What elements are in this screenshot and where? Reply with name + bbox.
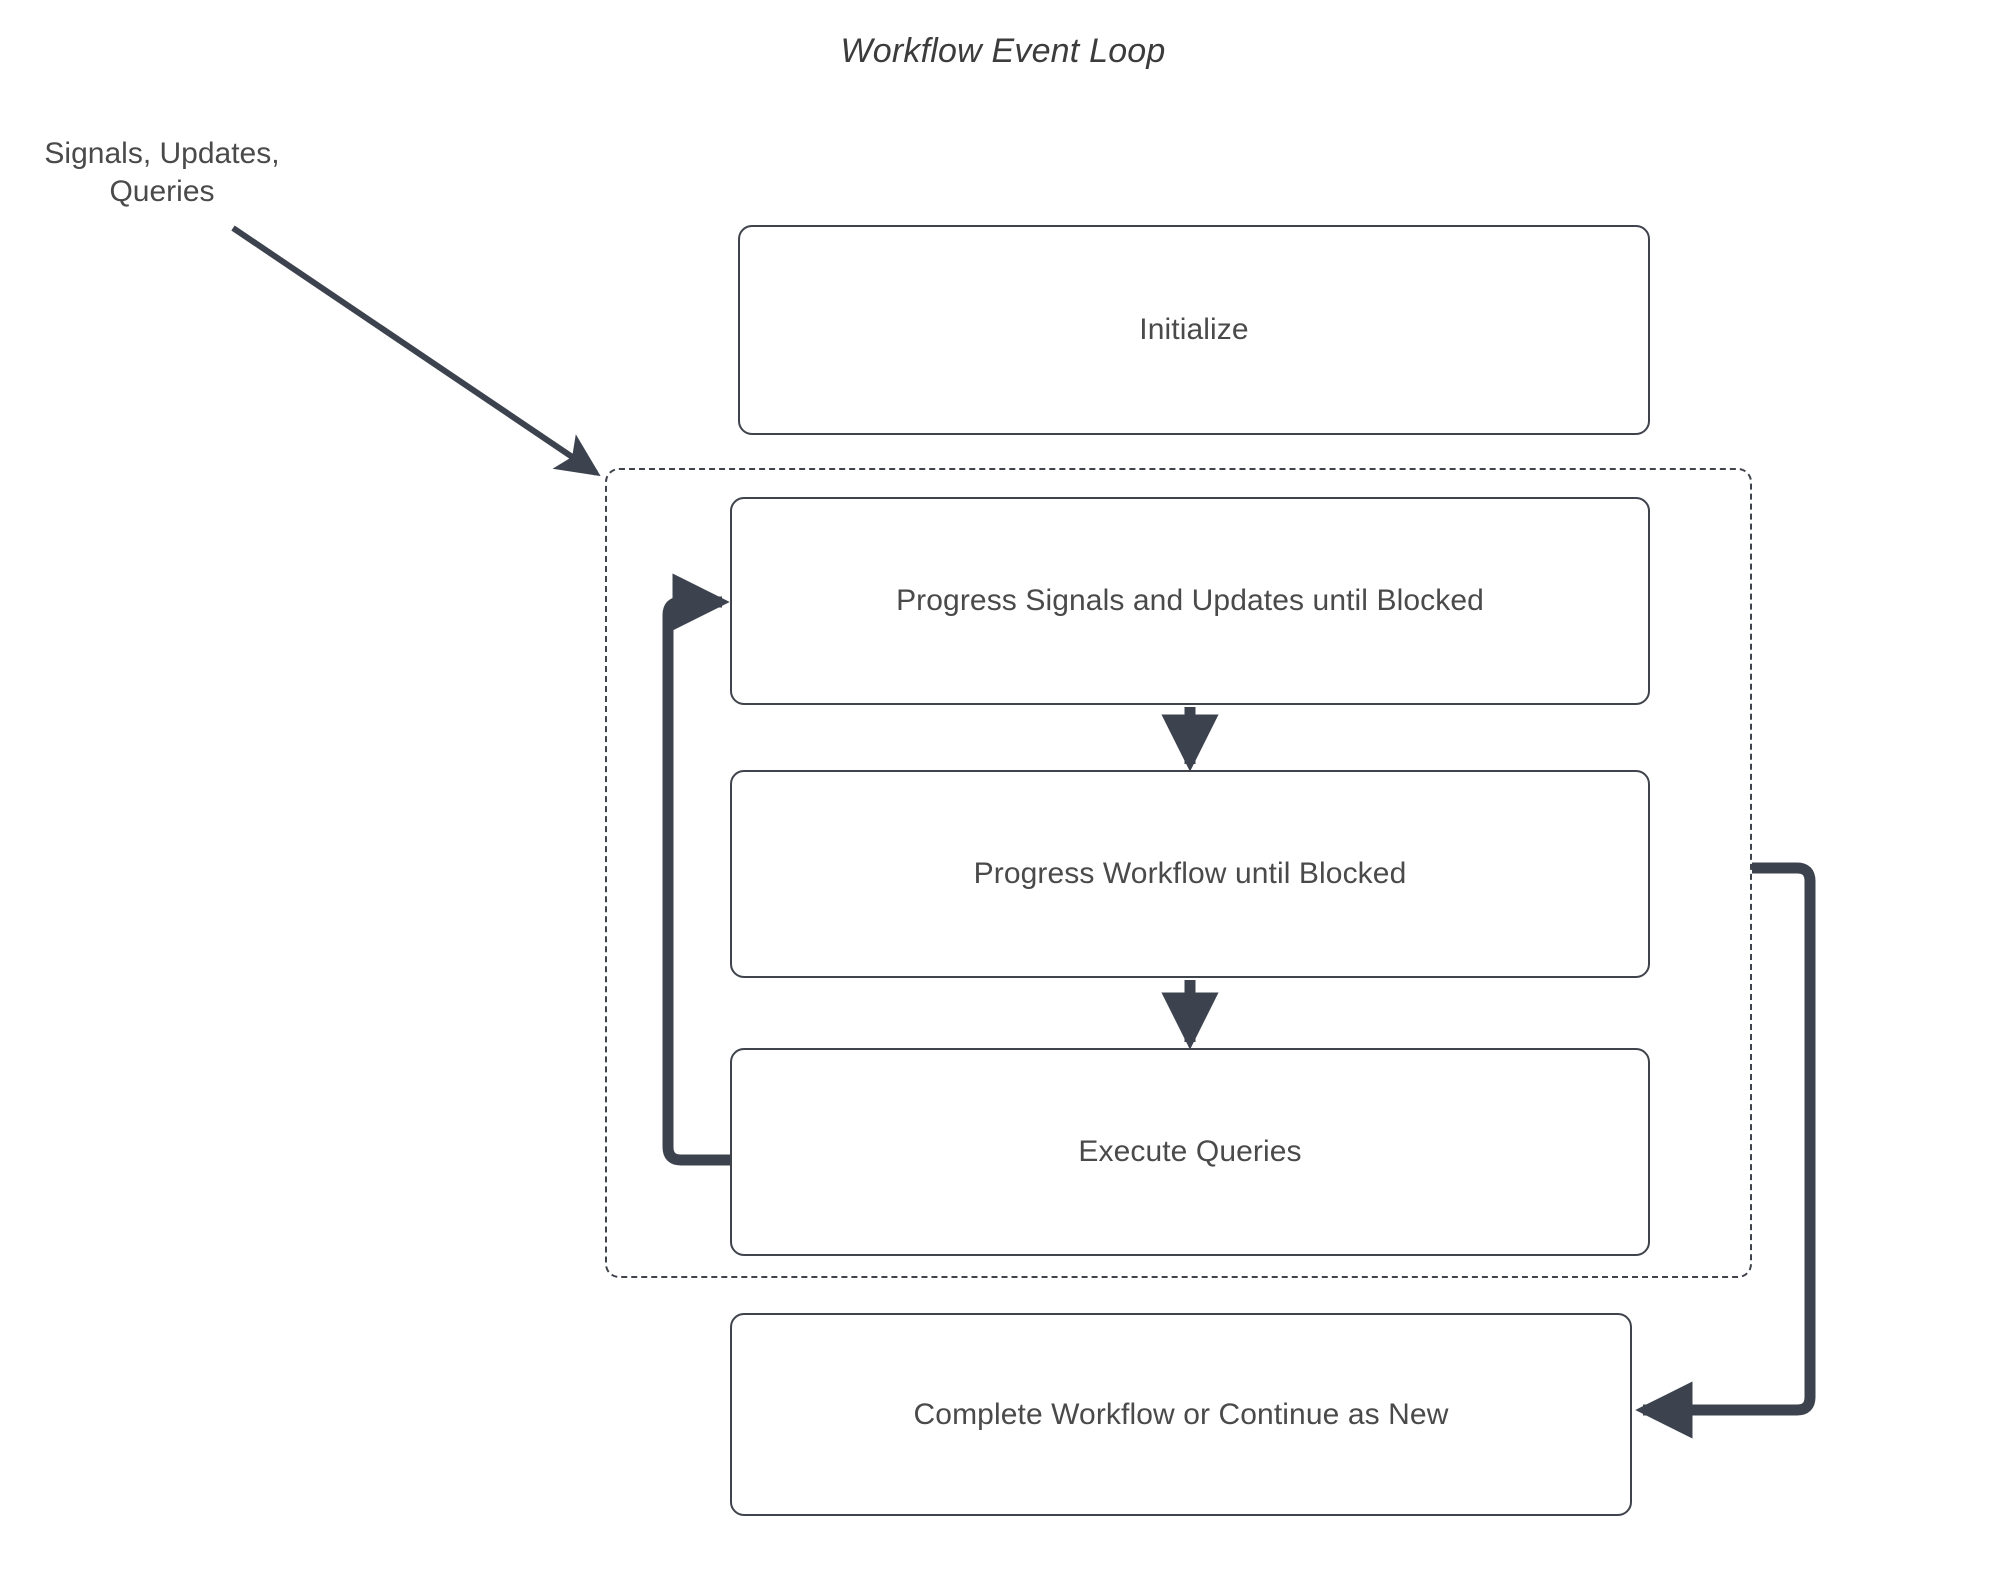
node-initialize[interactable]: Initialize: [738, 225, 1650, 435]
event-loop-group: [605, 468, 1752, 1278]
node-execute-queries-label: Execute Queries: [1078, 1135, 1302, 1169]
node-complete-workflow-label: Complete Workflow or Continue as New: [913, 1397, 1449, 1431]
edge-loop-to-complete: [1635, 862, 1816, 1439]
external-input-label: Signals, Updates, Queries: [22, 135, 302, 212]
node-initialize-label: Initialize: [1139, 313, 1249, 347]
node-progress-workflow-label: Progress Workflow until Blocked: [973, 857, 1407, 891]
node-progress-signals-label: Progress Signals and Updates until Block…: [896, 584, 1484, 618]
edge-queries-back-to-signals: [662, 573, 730, 1166]
external-input-label-line2: Queries: [109, 175, 215, 209]
node-progress-workflow[interactable]: Progress Workflow until Blocked: [730, 770, 1650, 978]
external-input-label-line1: Signals, Updates,: [44, 137, 280, 170]
edge-signals-to-loop: [231, 225, 601, 477]
node-complete-workflow[interactable]: Complete Workflow or Continue as New: [730, 1313, 1632, 1516]
node-progress-signals[interactable]: Progress Signals and Updates until Block…: [730, 497, 1650, 705]
node-execute-queries[interactable]: Execute Queries: [730, 1048, 1650, 1256]
page-title: Workflow Event Loop: [840, 32, 1166, 70]
